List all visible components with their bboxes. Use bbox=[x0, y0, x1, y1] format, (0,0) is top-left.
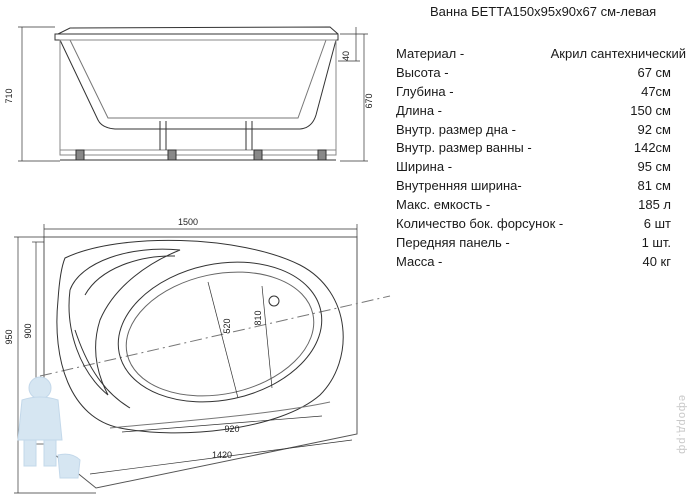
spec-value: 40 кг bbox=[642, 253, 671, 269]
dim-height-670: 670 bbox=[364, 93, 374, 108]
spec-value: 1 шт. bbox=[641, 234, 671, 250]
dim-bottom-920: 920 bbox=[224, 424, 239, 434]
dim-length-1500: 1500 bbox=[178, 217, 198, 227]
spec-value: 47см bbox=[641, 83, 671, 99]
spec-row-bottom-size: Внутр. размер дна - 92 см bbox=[396, 122, 686, 141]
dim-diag-520: 520 bbox=[222, 318, 232, 333]
spec-value: 185 л bbox=[638, 197, 671, 213]
spec-row-width: Ширина - 95 см bbox=[396, 159, 686, 178]
watermark: ефорд.рф bbox=[676, 395, 688, 455]
spec-label: Глубина - bbox=[396, 83, 454, 99]
spec-label: Масса - bbox=[396, 253, 443, 269]
spec-value: 95 см bbox=[637, 159, 671, 175]
dim-width-950: 950 bbox=[4, 329, 14, 344]
spec-label: Материал - bbox=[396, 46, 465, 61]
spec-row-height: Высота - 67 см bbox=[396, 65, 686, 84]
spec-row-mass: Масса - 40 кг bbox=[396, 254, 686, 273]
spec-label: Внутренняя ширина- bbox=[396, 178, 522, 194]
spec-value: 150 см bbox=[630, 102, 671, 118]
spec-value: 6 шт bbox=[643, 216, 671, 232]
spec-label: Длина - bbox=[396, 102, 443, 118]
spec-row-inner-size: Внутр. размер ванны - 142см bbox=[396, 140, 686, 159]
dim-width-900: 900 bbox=[23, 323, 33, 338]
spec-label: Макс. емкость - bbox=[396, 197, 491, 213]
spec-value: 81 см bbox=[637, 178, 671, 194]
spec-label: Количество бок. форсунок - bbox=[396, 216, 564, 232]
spec-row-panel: Передняя панель - 1 шт. bbox=[396, 235, 686, 254]
spec-value: 92 см bbox=[637, 121, 671, 137]
spec-row-length: Длина - 150 см bbox=[396, 103, 686, 122]
dim-height-710: 710 bbox=[4, 88, 14, 103]
spec-value: 142см bbox=[633, 140, 671, 156]
spec-value: 67 см bbox=[637, 64, 671, 80]
spec-row-depth: Глубина - 47см bbox=[396, 84, 686, 103]
page-title: Ванна БЕТТА150х95х90х67 см-левая bbox=[430, 4, 657, 19]
spec-row-jets: Количество бок. форсунок - 6 шт bbox=[396, 216, 686, 235]
spec-label: Ширина - bbox=[396, 159, 453, 175]
spec-label: Внутр. размер дна - bbox=[396, 121, 516, 137]
spec-label: Внутр. размер ванны - bbox=[396, 140, 532, 156]
dim-diag-810: 810 bbox=[253, 310, 263, 325]
spec-row-material: Материал - Акрил сантехнический bbox=[396, 46, 686, 65]
spec-row-inner-width: Внутренняя ширина- 81 см bbox=[396, 178, 686, 197]
spec-label: Высота - bbox=[396, 64, 449, 80]
spec-row-capacity: Макс. емкость - 185 л bbox=[396, 197, 686, 216]
spec-value: Акрил сантехнический bbox=[550, 46, 686, 61]
side-view bbox=[54, 26, 339, 161]
side-dimensions bbox=[18, 26, 368, 162]
dim-inner-1420: 1420 bbox=[212, 450, 232, 460]
plumber-logo bbox=[17, 376, 81, 479]
spec-label: Передняя панель - bbox=[396, 234, 510, 250]
dim-rim-40: 40 bbox=[341, 51, 351, 61]
spec-table: Материал - Акрил сантехнический Высота - 6… bbox=[396, 46, 686, 273]
